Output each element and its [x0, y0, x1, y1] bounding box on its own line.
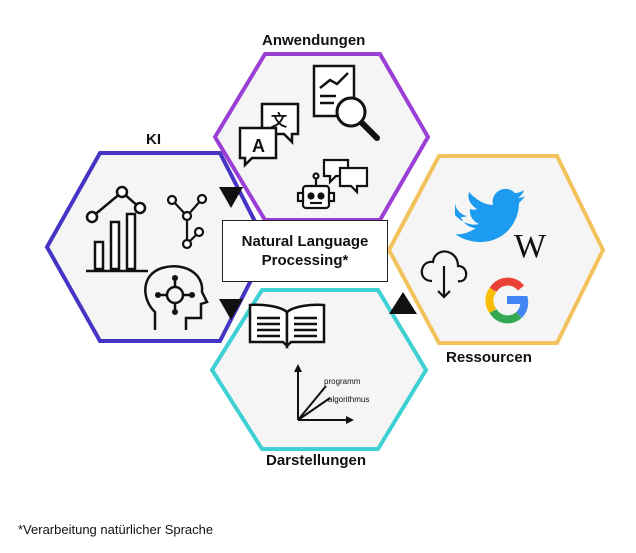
vector-axes-icon [294, 364, 354, 424]
bar-chart-icon [86, 212, 148, 273]
google-icon [485, 277, 529, 324]
wikipedia-icon: W [514, 228, 547, 265]
axis-label-algorithmus: algorithmus [328, 395, 369, 404]
line-chart-icon [85, 185, 147, 224]
arrow-down-left-lower [219, 299, 243, 320]
label-darstellungen: Darstellungen [266, 452, 367, 469]
arrow-down-left-upper [219, 187, 243, 208]
chart-search-icon [312, 64, 380, 141]
arrow-up-right [389, 292, 417, 314]
ai-head-icon [144, 265, 209, 330]
footnote: *Verarbeitung natürlicher Sprache [18, 522, 214, 537]
label-ressourcen: Ressourcen [446, 349, 532, 366]
translation-icon [238, 102, 300, 169]
label-anwendungen: Anwendungen [262, 32, 366, 49]
axis-label-programm: programm [324, 377, 361, 386]
chatbot-icon [296, 158, 369, 210]
center-title-line1: Natural Language [241, 233, 369, 250]
center-title-line2: Processing* [261, 252, 349, 269]
cloud-download-icon [420, 250, 468, 299]
twitter-icon [455, 188, 525, 242]
letter-a-glyph: A [252, 136, 265, 156]
hexagon-ki [44, 151, 271, 343]
open-book-icon [248, 303, 326, 350]
letter-wen-glyph: 文 [271, 111, 288, 130]
center-box: Natural Language Processing* [222, 220, 388, 282]
label-ki: KI [146, 131, 161, 148]
network-graph-icon [166, 193, 208, 250]
